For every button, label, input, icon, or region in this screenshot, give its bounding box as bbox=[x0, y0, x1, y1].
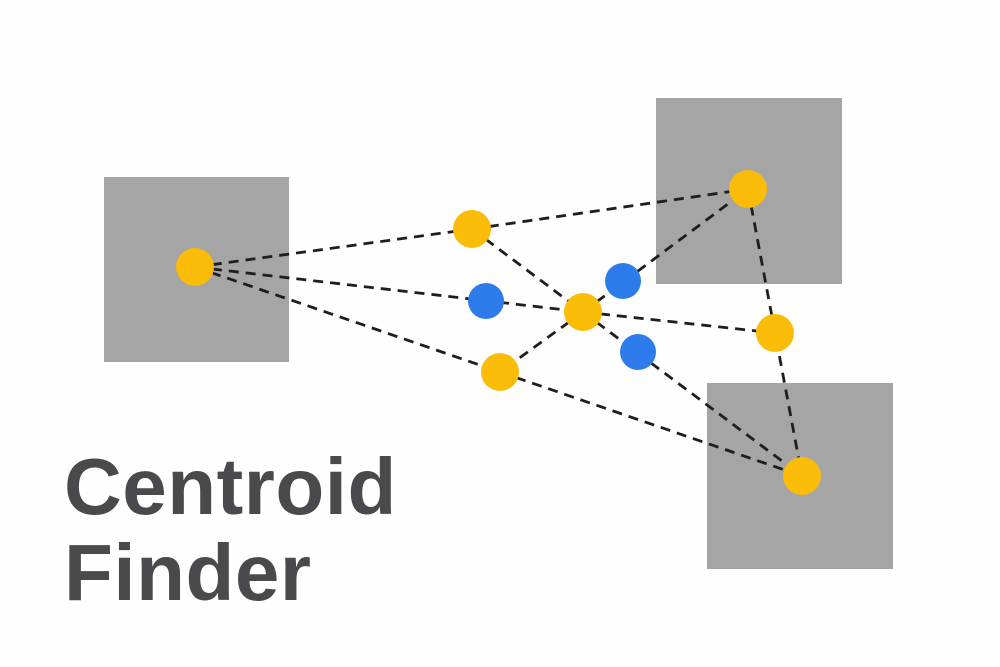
centroid-dot-bottom-right-square-centroid bbox=[783, 457, 821, 495]
edge-overall-centroid--midpoint-right bbox=[582, 310, 776, 335]
centroid-dot-midpoint-right bbox=[756, 314, 794, 352]
centroid-dot-midpoint-bottom bbox=[481, 353, 519, 391]
edge-top-right-square-centroid--bottom-right-square-centroid bbox=[746, 188, 804, 477]
title-line-1: Centroid bbox=[64, 442, 397, 531]
title-line-2: Finder bbox=[64, 528, 312, 617]
edge-left-square-centroid--overall-centroid bbox=[194, 265, 584, 314]
edge-overall-centroid--bottom-right-square-centroid bbox=[582, 310, 803, 478]
page-title: Centroid Finder bbox=[64, 444, 397, 616]
edge-left-square-centroid--midpoint-bottom bbox=[194, 265, 501, 374]
edge-midpoint-top--top-right-square-centroid bbox=[471, 187, 749, 231]
edge-midpoint-top--overall-centroid bbox=[471, 227, 584, 314]
centroid-dot-midpoint-top bbox=[453, 210, 491, 248]
edge-midpoint-bottom--bottom-right-square-centroid bbox=[499, 370, 803, 478]
centroid-dot-left-square-centroid bbox=[176, 248, 214, 286]
centroid-dot-top-right-square-centroid bbox=[729, 170, 767, 208]
centroid-dot-overall-centroid bbox=[564, 293, 602, 331]
data-point-dot-data-point-2 bbox=[605, 263, 641, 299]
data-point-dot-data-point-1 bbox=[468, 283, 504, 319]
edge-left-square-centroid--midpoint-top bbox=[194, 227, 473, 269]
data-point-dot-data-point-3 bbox=[620, 334, 656, 370]
